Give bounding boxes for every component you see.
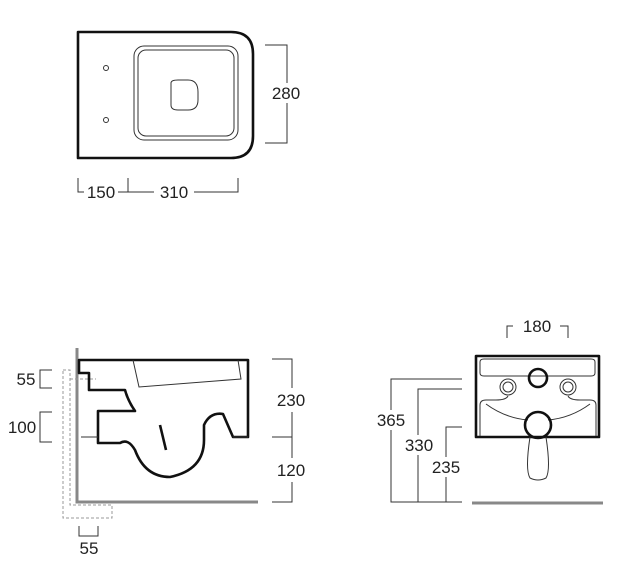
seat-outer	[133, 45, 239, 141]
dim-365: 365	[377, 411, 405, 430]
top-view: 280 150 310	[76, 30, 304, 202]
dim-180: 180	[523, 317, 551, 336]
dim-235: 235	[432, 458, 460, 477]
frame-outline	[62, 369, 113, 519]
dim-280: 280	[272, 84, 300, 103]
fixing-hole-icon	[103, 65, 109, 71]
fixing-hole-icon	[103, 117, 109, 123]
dim-230: 230	[277, 391, 305, 410]
dim-310: 310	[160, 183, 188, 202]
dim-100: 100	[8, 418, 36, 437]
dim-55-bottom: 55	[80, 539, 99, 558]
dim-55-upper: 55	[17, 370, 36, 389]
wall-floor	[75, 348, 258, 504]
drain-outline	[170, 79, 199, 111]
side-view: 230 120 55 100 55	[8, 348, 305, 558]
front-view: 180 365 330 235	[374, 317, 603, 505]
dim-330: 330	[405, 436, 433, 455]
dim-120: 120	[277, 461, 305, 480]
dim-150: 150	[87, 183, 115, 202]
toilet-profile	[77, 358, 250, 479]
seat-inner	[137, 49, 235, 137]
front-outline	[474, 354, 601, 439]
top-outline	[76, 30, 255, 160]
